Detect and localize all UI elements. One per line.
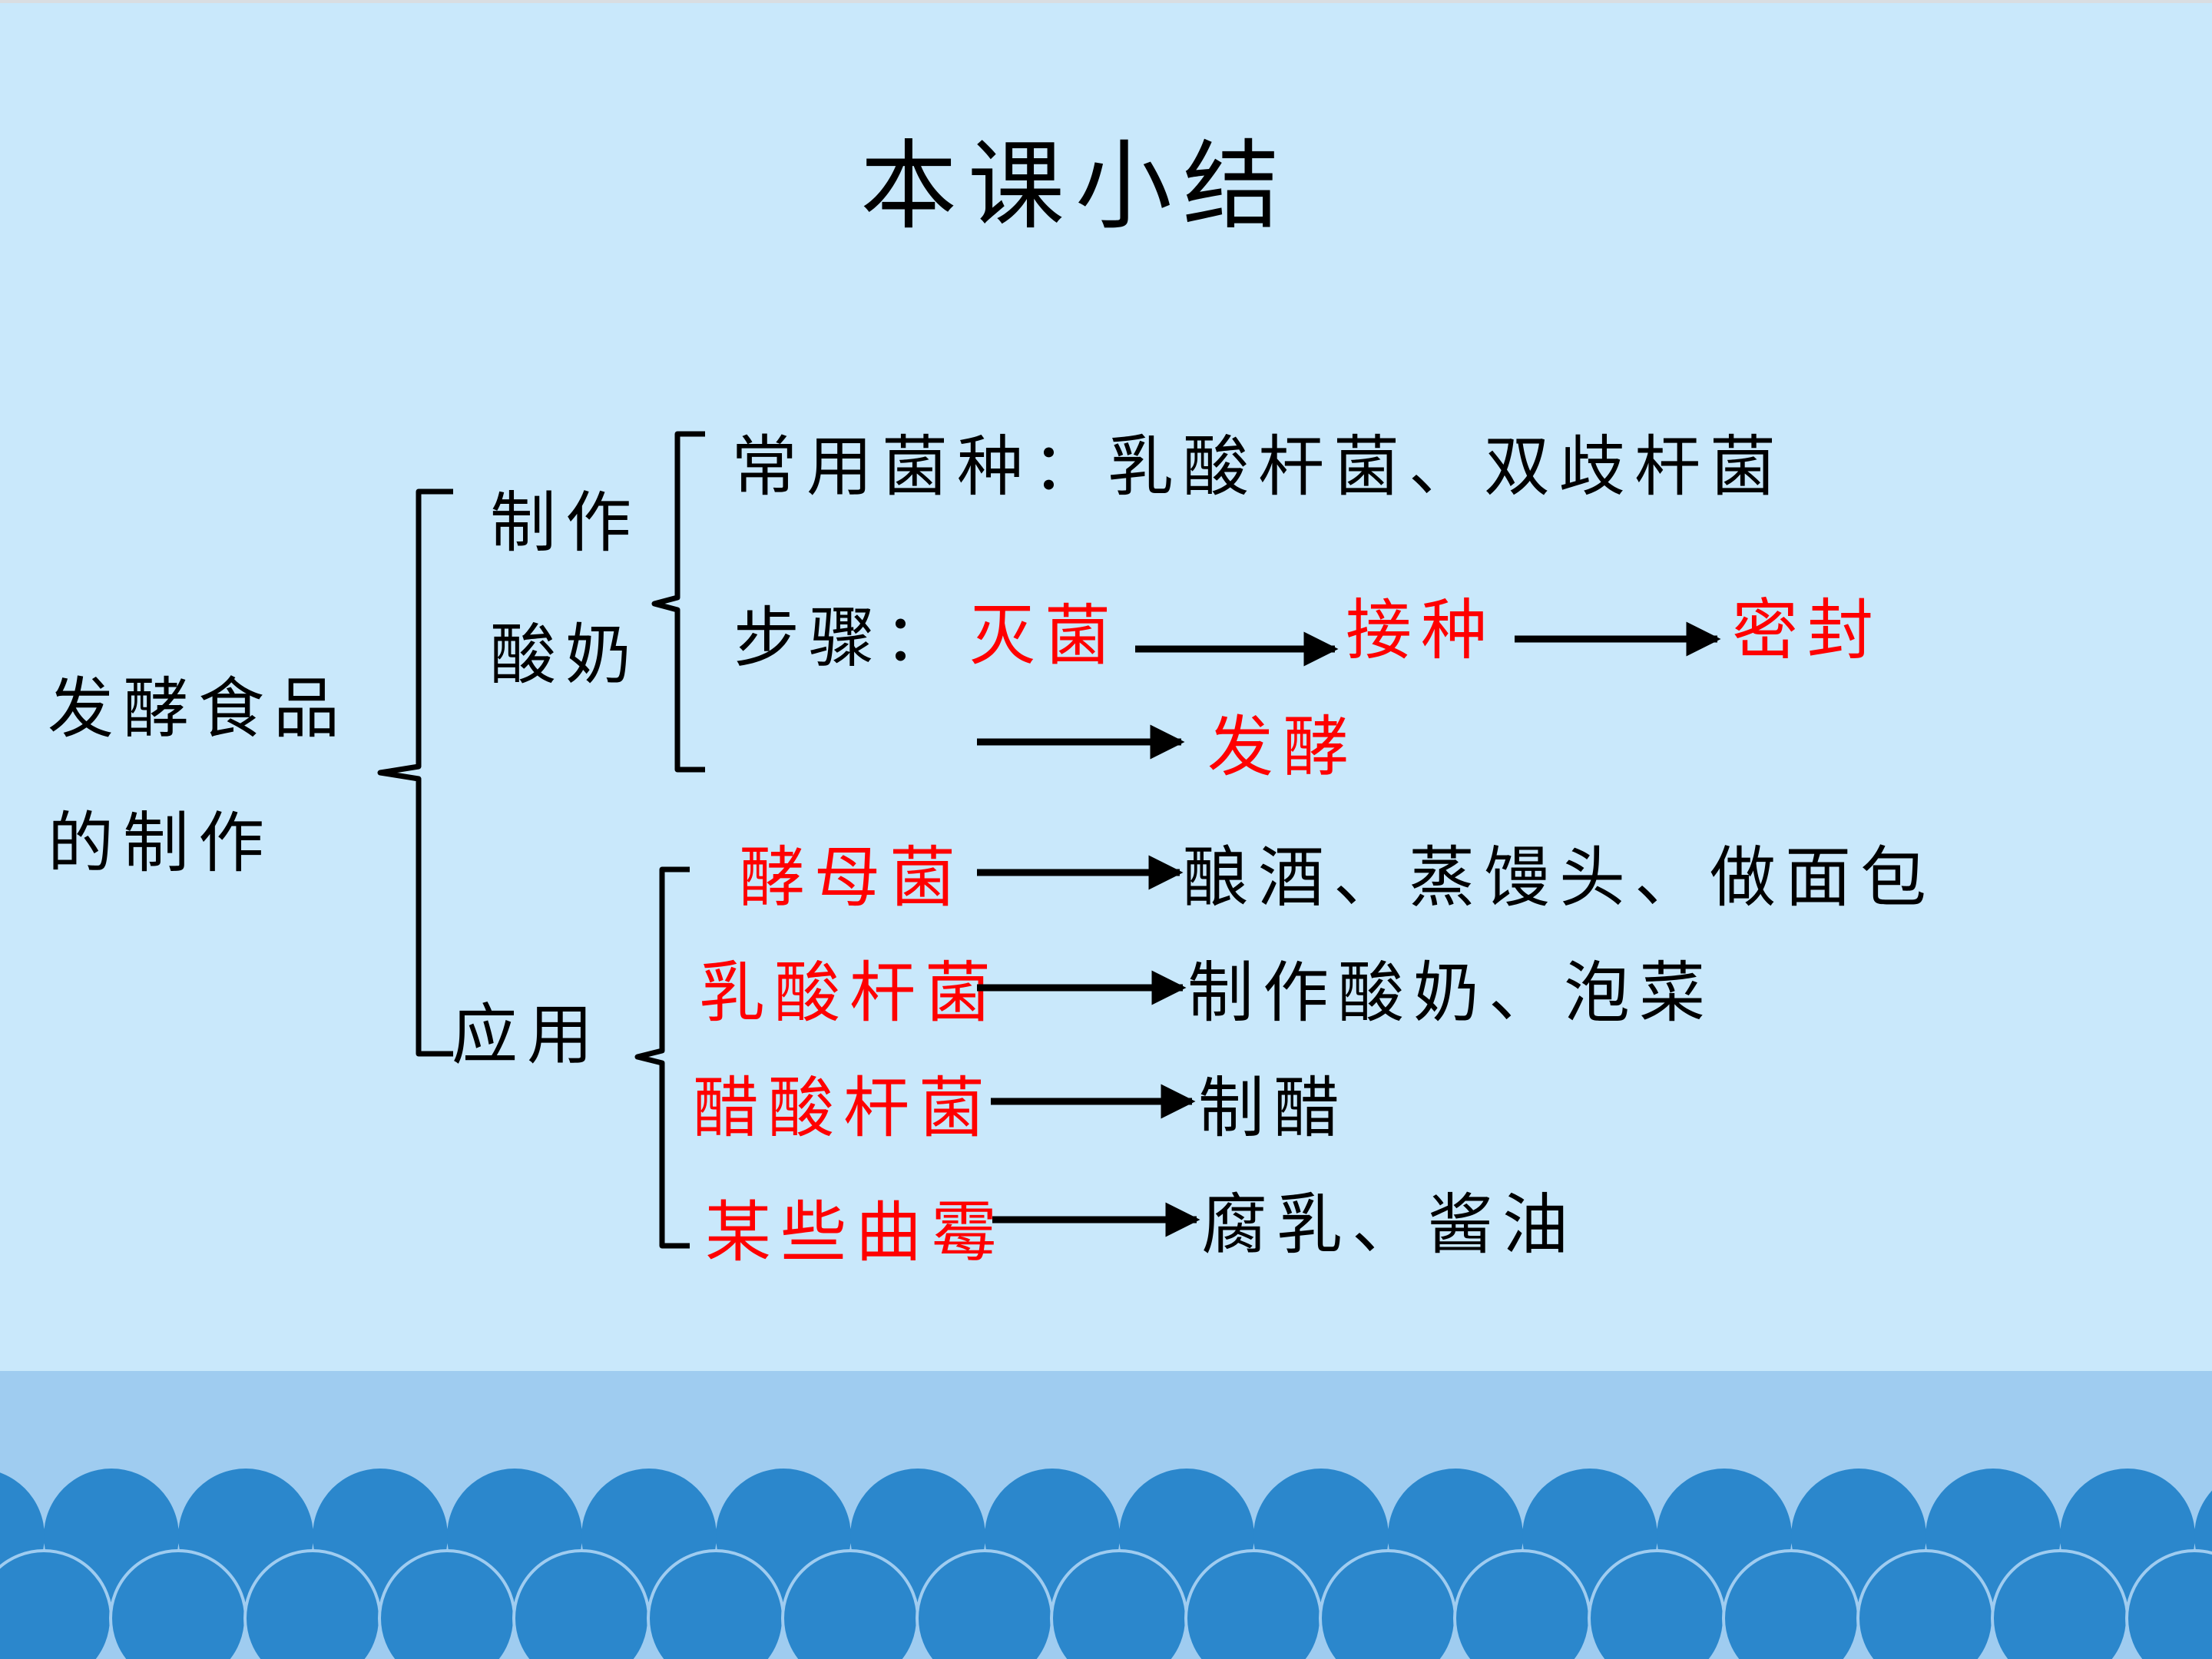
step-ferment: 发酵 [1207,709,1358,786]
connector-layer [377,431,1721,1249]
root-brace [377,488,453,1057]
step-sterilize: 灭菌 [969,598,1120,674]
use-lactobacillus: 制作酸奶、泡菜 [1187,955,1714,1031]
wave-decoration [0,1469,2212,1659]
use-yeast: 酿酒、蒸馒头、做面包 [1183,839,1936,916]
yogurt-strains: 常用菌种：乳酸杆菌、双歧杆菌 [731,429,1785,505]
slide-title: 本课小结 [860,130,1290,243]
footer-band [0,1371,2212,1659]
microbe-yeast: 酵母菌 [739,839,965,916]
application-brace [634,866,690,1249]
microbe-acetobacter: 醋酸杆菌 [693,1070,994,1147]
root-label-line2: 的制作 [48,805,273,882]
microbe-lactobacillus: 乳酸杆菌 [699,955,1000,1031]
step-seal: 密封 [1732,592,1883,669]
yogurt-brace [651,431,705,773]
step-inoculate: 接种 [1346,592,1496,669]
microbe-aspergillus: 某些曲霉 [705,1194,1006,1271]
steps-label: 步骤： [733,600,959,677]
application-label: 应用 [452,997,602,1074]
top-border [0,0,2212,3]
yogurt-label-line1: 制作 [490,485,641,561]
use-aspergillus: 腐乳、酱油 [1201,1187,1578,1263]
use-acetobacter: 制醋 [1198,1070,1349,1147]
root-label-line1: 发酵食品 [48,671,349,747]
yogurt-label-line2: 酸奶 [490,617,641,694]
